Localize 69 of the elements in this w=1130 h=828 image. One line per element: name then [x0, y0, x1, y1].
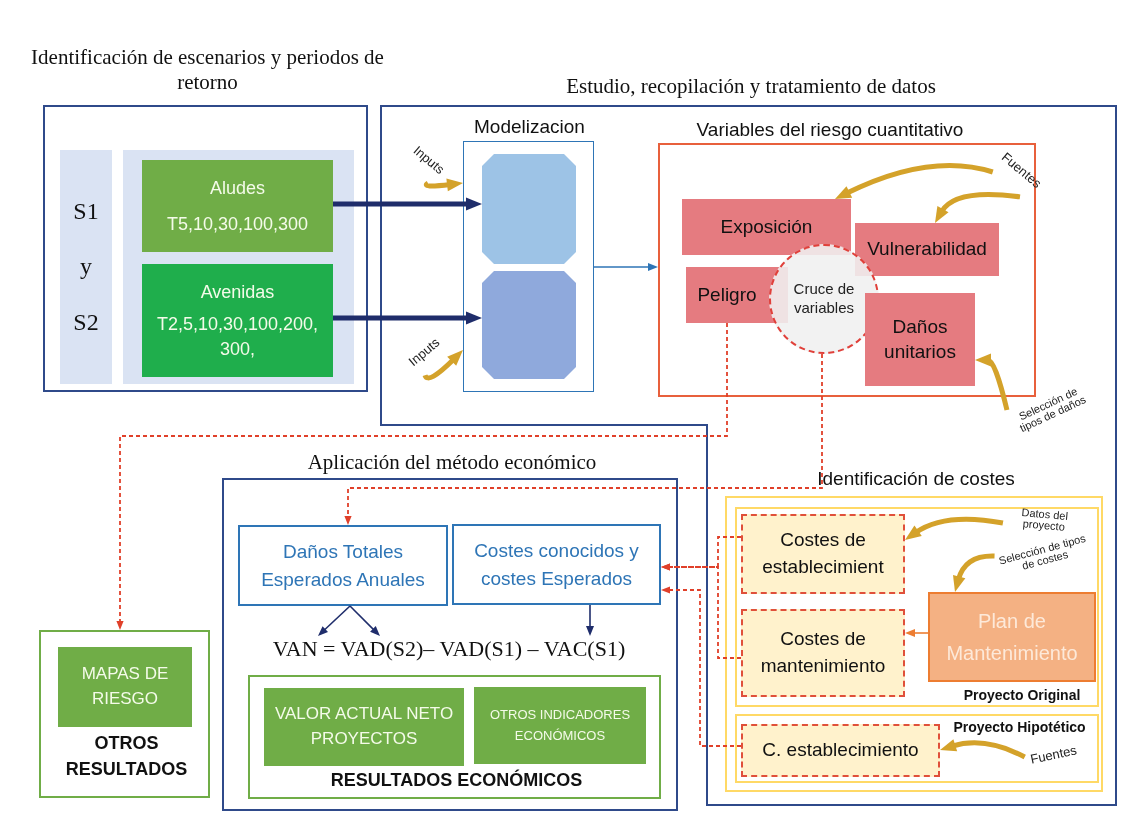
arrow	[593, 263, 658, 271]
arrow	[349, 605, 380, 636]
curved-arrow	[953, 553, 995, 592]
box-label: Daños Totales Esperados Anuales	[260, 539, 426, 592]
curved-arrow	[834, 163, 994, 199]
section-heading: Estudio, recopilación y tratamiento de datos	[565, 74, 937, 99]
result-box	[452, 524, 661, 605]
section-heading: Identificación de escenarios y periodos de retorno	[30, 45, 385, 95]
annotation-text: Fuentes	[1024, 742, 1084, 772]
box-label: OTROS INDICADORES ECONÓMICOS	[488, 705, 632, 745]
scenario-band	[60, 150, 112, 384]
box-label: Vulnerabilidad	[867, 237, 987, 262]
curved-arrow	[975, 354, 1010, 411]
section-heading: Aplicación del método económico	[306, 450, 598, 475]
result-box	[238, 525, 448, 606]
results-frame	[39, 630, 210, 798]
project-frame	[735, 507, 1099, 707]
arrow	[333, 197, 482, 211]
arrow	[586, 604, 594, 636]
box-label: Costes de establecimient	[761, 528, 885, 579]
project-heading: Proyecto Original	[962, 687, 1082, 703]
box-label: Costes conocidos y costes Esperados	[473, 538, 640, 591]
curved-arrow	[939, 739, 1026, 760]
dashed-arrow	[661, 586, 742, 747]
results-frame	[248, 675, 661, 799]
box-label: T5,10,30,100,300	[166, 213, 309, 236]
box-label: Costes de mantenimiento	[759, 627, 887, 678]
dashed-arrow	[344, 353, 823, 525]
variable-box	[682, 199, 851, 255]
annotation-text: Selección de tipos de costes	[994, 532, 1094, 580]
cost-box	[741, 514, 905, 594]
box-label: Aludes	[209, 176, 265, 200]
indicator-box	[58, 647, 192, 727]
box-label: Plan de Mantenimiento	[945, 609, 1079, 666]
cost-box	[741, 609, 905, 697]
dashed-arrow	[116, 322, 728, 630]
indicator-box	[474, 687, 646, 764]
group-heading: Variables del riesgo cuantitativo	[695, 119, 965, 141]
formula-text: VAN = VAD(S2)– VAD(S1) – VAC(S1)	[239, 636, 659, 668]
curved-arrow	[904, 516, 1004, 540]
box-label: T2,5,10,30,100,200, 300,	[155, 313, 320, 361]
variable-box	[865, 293, 975, 386]
arrow	[905, 629, 929, 637]
group-heading: Modelizacion	[473, 116, 586, 138]
arrow	[333, 311, 482, 325]
box-label: Peligro	[697, 282, 757, 307]
indicator-box	[264, 688, 464, 766]
results-heading: OTROS RESULTADOS	[64, 732, 189, 782]
variable-box	[855, 223, 999, 276]
box-label: C. establecimiento	[762, 738, 919, 763]
box-label: Daños unitarios	[883, 314, 957, 364]
box-label: Exposición	[720, 214, 813, 239]
box-label: VALOR ACTUAL NETO PROYECTOS	[273, 703, 455, 750]
scenario-label: S1 y S2	[72, 197, 100, 337]
hazard-box	[142, 160, 333, 252]
arrow	[318, 605, 351, 636]
plan-box	[928, 592, 1096, 682]
project-heading: Proyecto Hipotético	[952, 719, 1087, 735]
circle-label: Cruce de variables	[792, 280, 856, 318]
curved-arrow	[934, 192, 1021, 223]
cost-box	[741, 724, 940, 777]
box-label: Avenidas	[200, 281, 275, 305]
box-label: MAPAS DE RIESGO	[80, 663, 170, 710]
dashed-arrow	[661, 563, 742, 659]
curved-arrow	[424, 178, 463, 192]
results-heading: RESULTADOS ECONÓMICOS	[329, 768, 584, 792]
hazard-box	[142, 264, 333, 377]
group-heading: Identificación de costes	[816, 468, 1016, 490]
project-frame	[735, 714, 1099, 783]
